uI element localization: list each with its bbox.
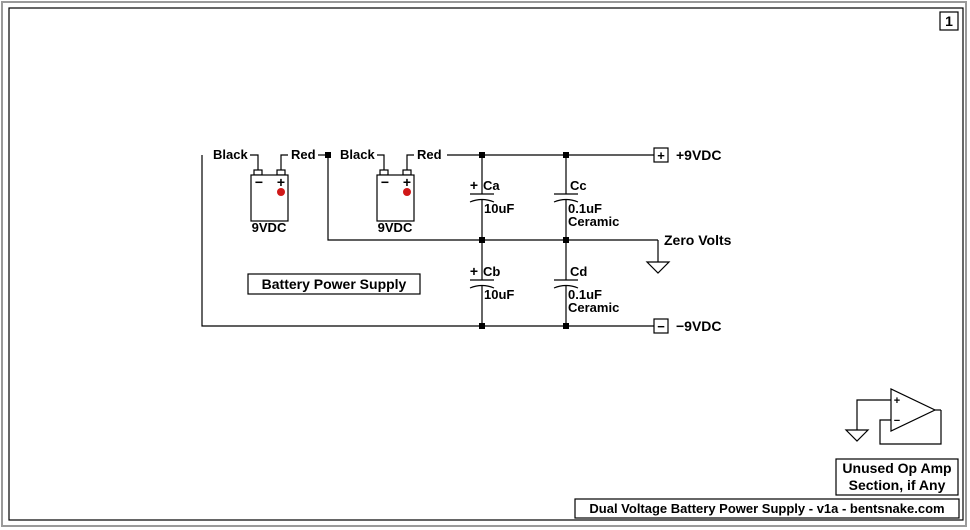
junction-dot [479, 152, 485, 158]
page-number-box: 1 [939, 11, 959, 31]
capacitor-ca-value: 10uF [484, 201, 514, 216]
battery-1-terminal-dot [277, 188, 285, 196]
opamp-triangle [890, 388, 937, 432]
junction-dot [325, 152, 331, 158]
battery-1-label: 9VDC [252, 220, 287, 235]
capacitor-cd: Cd 0.1uF Ceramic [553, 264, 619, 315]
capacitor-cd-name: Cd [570, 264, 587, 279]
capacitor-cd-type: Ceramic [568, 300, 619, 315]
junction-dots [325, 152, 569, 329]
capacitor-cb-polarity: + [470, 263, 478, 279]
note-line-2: Section, if Any [849, 477, 946, 493]
capacitor-ca-polarity: + [470, 177, 478, 193]
battery-1-body [250, 174, 289, 222]
capacitor-ca-name: Ca [483, 178, 500, 193]
note-line-1: Unused Op Amp [842, 460, 951, 476]
opamp-ground-symbol [844, 429, 870, 442]
battery-2-minus: − [381, 174, 389, 190]
battery-2: Black Red − + 9VDC [340, 147, 442, 235]
junction-dot [563, 323, 569, 329]
capacitor-cb: + Cb 10uF [469, 263, 514, 302]
output-negative-symbol: − [657, 319, 665, 334]
capacitor-cb-value: 10uF [484, 287, 514, 302]
capacitor-cc-type: Ceramic [568, 214, 619, 229]
battery-2-plus: + [403, 174, 411, 190]
output-negative: − −9VDC [653, 318, 722, 334]
output-positive-label: +9VDC [676, 147, 722, 163]
junction-dot [479, 237, 485, 243]
battery-2-label: 9VDC [378, 220, 413, 235]
battery-1: Black Red − + 9VDC [213, 147, 316, 235]
output-positive: + +9VDC [653, 147, 722, 163]
capacitor-cb-name: Cb [483, 264, 500, 279]
capacitor-cc-name: Cc [570, 178, 587, 193]
battery-2-red-label: Red [417, 147, 442, 162]
capacitor-cc-value: 0.1uF [568, 201, 602, 216]
battery-2-black-label: Black [340, 147, 375, 162]
ground-zero-volts: Zero Volts [645, 232, 732, 274]
opamp-minus: − [894, 415, 900, 427]
capacitor-cd-value: 0.1uF [568, 287, 602, 302]
section-label: Battery Power Supply [262, 276, 407, 292]
ground-label: Zero Volts [664, 232, 732, 248]
footer-title: Dual Voltage Battery Power Supply - v1a … [589, 501, 944, 516]
footer-title-box: Dual Voltage Battery Power Supply - v1a … [574, 498, 960, 519]
output-positive-symbol: + [657, 148, 665, 163]
page-number: 1 [945, 13, 953, 29]
opamp-symbol: + − [844, 388, 942, 445]
page-border [8, 7, 964, 521]
junction-dot [563, 152, 569, 158]
battery-2-terminal-dot [403, 188, 411, 196]
capacitor-ca: + Ca 10uF [469, 177, 514, 216]
battery-1-plus: + [277, 174, 285, 190]
battery-1-black-label: Black [213, 147, 248, 162]
output-negative-label: −9VDC [676, 318, 722, 334]
unused-opamp-note: Unused Op Amp Section, if Any [835, 458, 959, 496]
battery-2-body [376, 174, 415, 222]
output-positive-terminal [653, 147, 669, 163]
output-negative-terminal [653, 318, 669, 334]
junction-dot [479, 323, 485, 329]
battery-1-red-label: Red [291, 147, 316, 162]
battery-1-minus: − [255, 174, 263, 190]
ground-symbol [645, 261, 671, 274]
opamp-plus: + [894, 395, 900, 407]
capacitor-cc: Cc 0.1uF Ceramic [553, 178, 619, 229]
junction-dot [563, 237, 569, 243]
section-label-box: Battery Power Supply [247, 273, 421, 295]
wiring [201, 154, 659, 327]
